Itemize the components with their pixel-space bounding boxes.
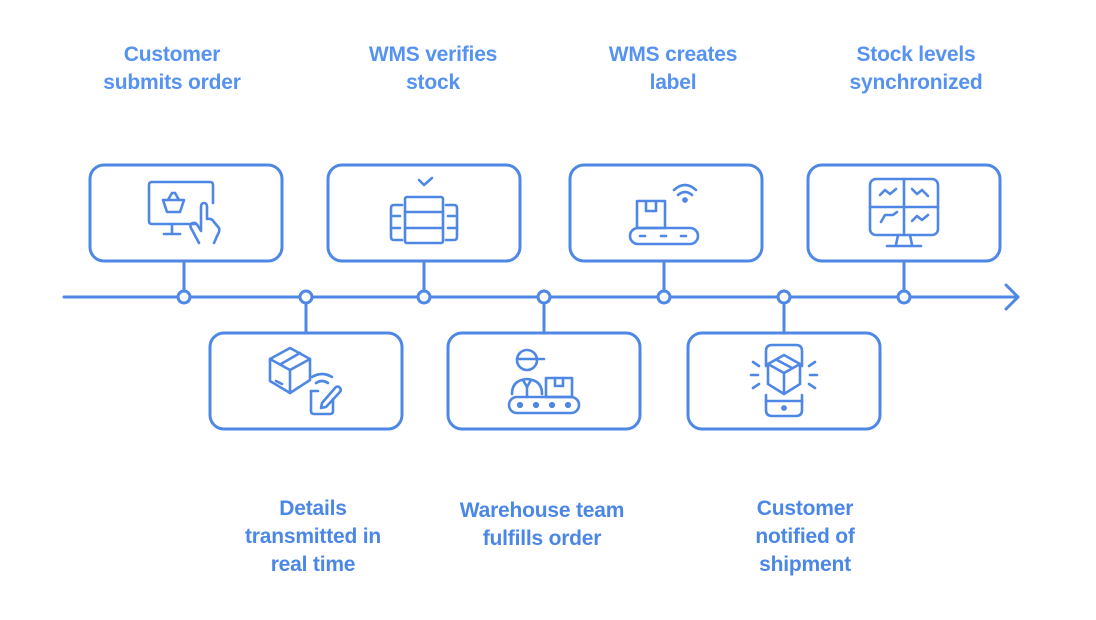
server-rack-checkmark-icon — [389, 176, 459, 245]
step-box-4 — [446, 331, 642, 431]
timeline-node-4 — [536, 289, 552, 305]
step-label-6: Customer notified of shipment — [755, 497, 855, 576]
step-label-3: WMS verifies stock — [368, 43, 498, 94]
step-box-7 — [806, 163, 1002, 263]
worker-conveyor-box-icon — [507, 348, 581, 415]
step-box-3 — [326, 163, 522, 263]
step-label-2: Details transmitted in real time — [244, 497, 382, 576]
timeline-node-3 — [416, 289, 432, 305]
timeline-node-7 — [896, 289, 912, 305]
step-box-6 — [686, 331, 882, 431]
step-box-2 — [208, 331, 404, 431]
step-label-7: Stock levels synchronized — [849, 43, 983, 94]
monitor-dashboard-charts-icon — [868, 177, 940, 248]
box-wireless-tablet-icon — [268, 346, 343, 416]
step-label-5: WMS creates label — [608, 43, 738, 94]
timeline-node-6 — [776, 289, 792, 305]
timeline-node-2 — [298, 289, 314, 305]
step-box-5 — [568, 163, 764, 263]
step-box-1 — [88, 163, 284, 263]
timeline-node-1 — [176, 289, 192, 305]
step-label-4: Warehouse team fulfills order — [459, 499, 625, 550]
phone-box-notification-icon — [749, 343, 819, 418]
conveyor-box-wifi-icon — [628, 183, 700, 246]
timeline-arrowhead — [1004, 283, 1020, 311]
monitor-shopping-basket-touch-icon — [147, 180, 221, 245]
step-label-1: Customer submits order — [103, 43, 241, 94]
timeline-node-5 — [656, 289, 672, 305]
